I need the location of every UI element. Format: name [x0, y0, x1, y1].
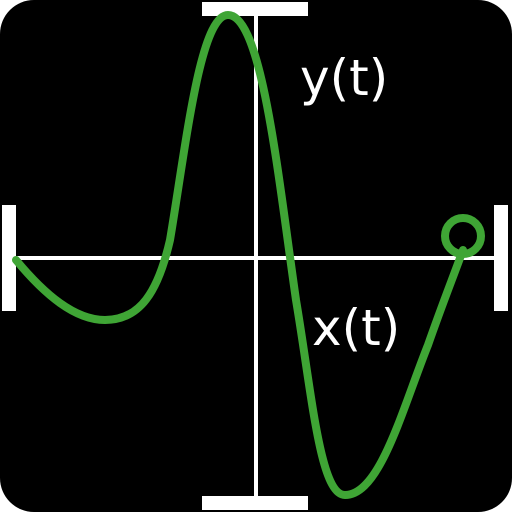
y-axis-bottom-cap [202, 496, 308, 510]
curve-endpoint-marker [441, 214, 485, 258]
parametric-curve [12, 11, 467, 499]
x-axis-left-cap [2, 205, 16, 311]
y-axis-label: y(t) [300, 49, 388, 107]
x-axis-right-cap [494, 205, 508, 311]
x-axis-label: x(t) [312, 299, 400, 357]
y-axis-top-cap [202, 2, 308, 16]
